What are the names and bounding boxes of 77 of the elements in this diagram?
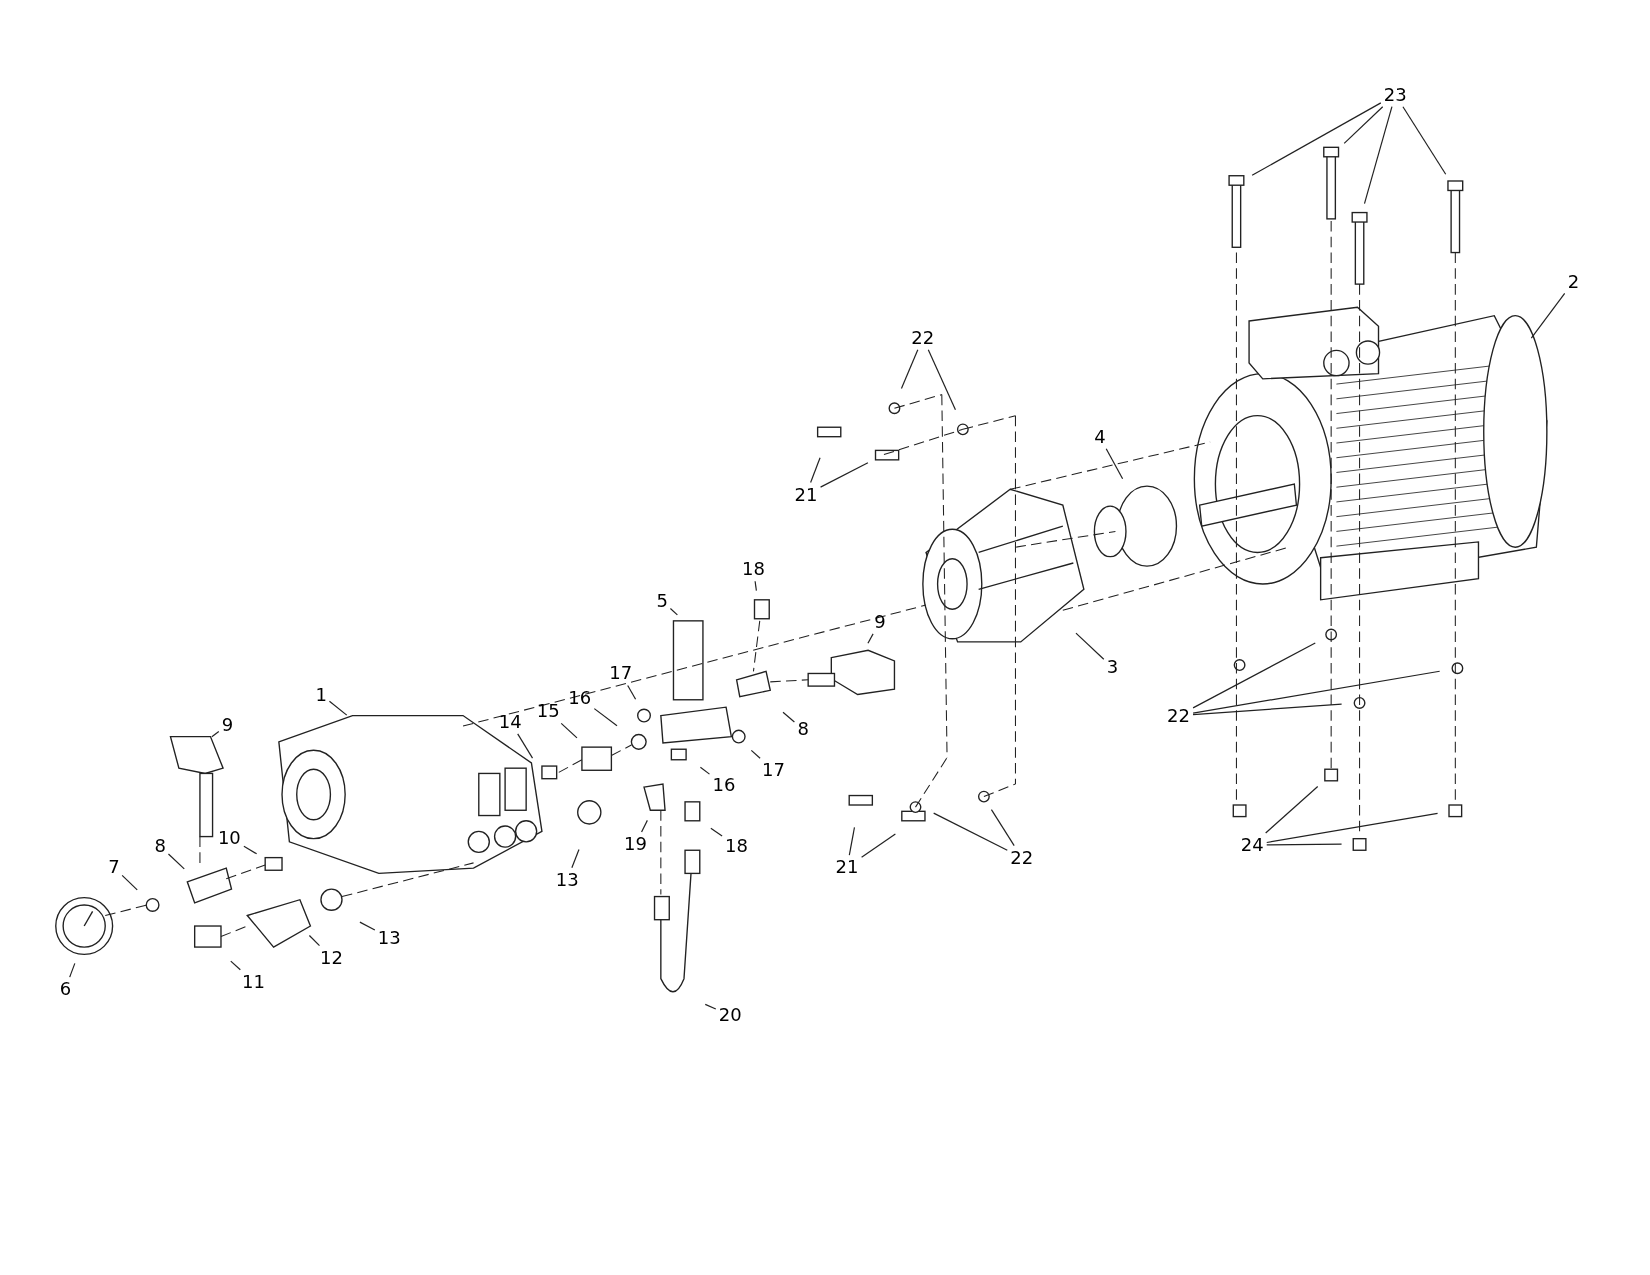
callout-number: 1 [314,684,328,705]
leader-line [1266,843,1343,846]
leader-line [1363,106,1393,205]
leader-line [933,812,1008,851]
callout-number: 6 [58,979,73,1000]
callout-number: 14 [497,711,523,732]
callout-number: 21 [834,857,860,878]
callout-number: 12 [318,947,344,968]
leader-line [1105,448,1124,480]
leader-line [359,921,376,931]
callout-number: 16 [711,775,737,795]
callout-number: 22 [1166,705,1191,726]
leader-line [243,845,258,855]
leader-line [211,730,220,738]
leader-line [699,766,711,775]
leader-line [750,749,761,759]
leader-line [328,700,348,716]
leader-line [867,633,874,644]
callout-number: 22 [910,327,936,348]
leader-line [121,874,138,891]
leader-line [571,848,580,869]
leader-line [593,708,618,727]
callout-number: 23 [1382,84,1408,105]
leader-line [69,962,76,978]
leader-line [927,349,957,411]
callout-number: 15 [535,701,561,722]
leader-line [1192,703,1343,716]
callout-number: 10 [216,827,242,848]
callout-number: 3 [1105,657,1120,678]
callout-number: 8 [153,836,167,857]
leader-line [782,711,795,723]
leader-line [1251,102,1382,176]
leader-line [1192,670,1441,714]
callout-number: 8 [796,719,810,740]
leader-line [704,1003,717,1010]
callout-number: 13 [376,927,402,948]
leader-line [1075,632,1105,660]
leader-line [1402,106,1447,175]
callout-number: 21 [793,484,819,505]
leader-line [848,826,856,856]
callout-number: 9 [220,715,235,736]
callout-number: 24 [1239,835,1265,855]
callout-number: 13 [554,869,580,890]
leader-line [560,722,578,739]
callout-number: 2 [1566,272,1581,292]
callout-number: 17 [608,663,634,684]
callout-number: 20 [717,1005,743,1026]
callout-number: 9 [873,611,887,632]
leader-line [990,809,1015,847]
leader-line [900,349,919,390]
callout-number: 7 [107,857,121,878]
leader-line [1265,785,1319,834]
leader-line [669,607,678,616]
leader-line [810,457,821,484]
leader-line [1192,642,1316,709]
leader-line [627,684,637,700]
leader-line [1530,292,1566,339]
leader-line [861,833,896,858]
leader-line [1266,812,1439,844]
leader-line [819,462,869,488]
leader-line [230,960,241,971]
callout-number: 19 [623,833,648,854]
callout-number: 16 [567,687,593,708]
callout-number: 17 [760,760,786,781]
leader-line [517,733,534,759]
leader-line [1343,106,1384,144]
leader-line [754,580,757,592]
leader-line [167,853,185,870]
callout-number: 5 [655,590,669,611]
leader-line [641,819,648,833]
callout-number: 18 [740,559,766,580]
callout-number: 22 [1009,847,1035,868]
callout-number: 4 [1093,426,1107,447]
callout-number: 11 [241,971,266,992]
callout-number: 18 [724,836,749,857]
leader-line [308,934,321,947]
leader-line [710,827,723,837]
